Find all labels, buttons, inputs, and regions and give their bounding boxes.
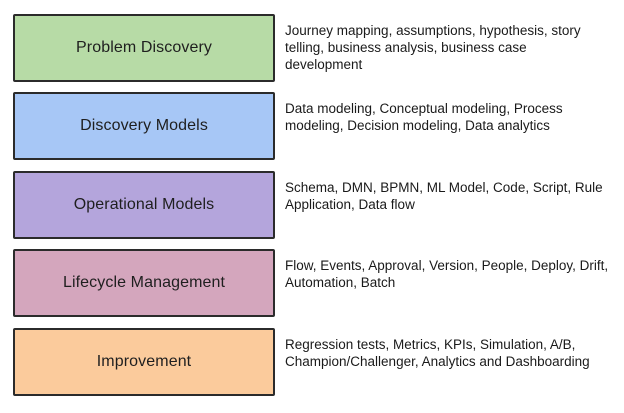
layer-problem-discovery: Problem Discovery Journey mapping, assum… [0, 14, 624, 86]
description-line: Champion/Challenger, Analytics and Dashb… [285, 354, 590, 369]
layer-lifecycle-management: Lifecycle Management Flow, Events, Appro… [0, 249, 624, 321]
layer-description: Schema, DMN, BPMN, ML Model, Code, Scrip… [285, 179, 615, 213]
layer-discovery-models: Discovery Models Data modeling, Conceptu… [0, 92, 624, 164]
description-line: modeling, Decision modeling, Data analyt… [285, 118, 550, 133]
layer-operational-models: Operational Models Schema, DMN, BPMN, ML… [0, 171, 624, 243]
layer-title: Operational Models [73, 196, 215, 213]
layer-description: Regression tests, Metrics, KPIs, Simulat… [285, 336, 615, 370]
layer-title: Lifecycle Management [62, 274, 226, 291]
description-line: Data modeling, Conceptual modeling, Proc… [285, 101, 563, 116]
layer-improvement: Improvement Regression tests, Metrics, K… [0, 328, 624, 400]
description-line: Regression tests, Metrics, KPIs, Simulat… [285, 337, 576, 352]
description-line: Schema, DMN, BPMN, ML Model, Code, Scrip… [285, 180, 603, 195]
layer-box: Lifecycle Management [13, 249, 275, 317]
description-line: development [285, 57, 363, 72]
layer-title: Discovery Models [80, 117, 208, 134]
description-line: Automation, Batch [285, 275, 396, 290]
layer-box: Problem Discovery [13, 14, 275, 82]
layer-title: Improvement [96, 353, 192, 370]
layer-title: Problem Discovery [76, 39, 212, 56]
layer-box: Operational Models [13, 171, 275, 239]
layer-description: Flow, Events, Approval, Version, People,… [285, 257, 615, 291]
description-line: Flow, Events, Approval, Version, People,… [285, 258, 609, 273]
layer-box: Discovery Models [13, 92, 275, 160]
layer-description: Journey mapping, assumptions, hypothesis… [285, 22, 615, 73]
description-line: Application, Data flow [285, 197, 415, 212]
layer-description: Data modeling, Conceptual modeling, Proc… [285, 100, 615, 134]
description-line: telling, business analysis, business cas… [285, 40, 527, 55]
description-line: Journey mapping, assumptions, hypothesis… [285, 23, 581, 38]
layer-box: Improvement [13, 328, 275, 396]
